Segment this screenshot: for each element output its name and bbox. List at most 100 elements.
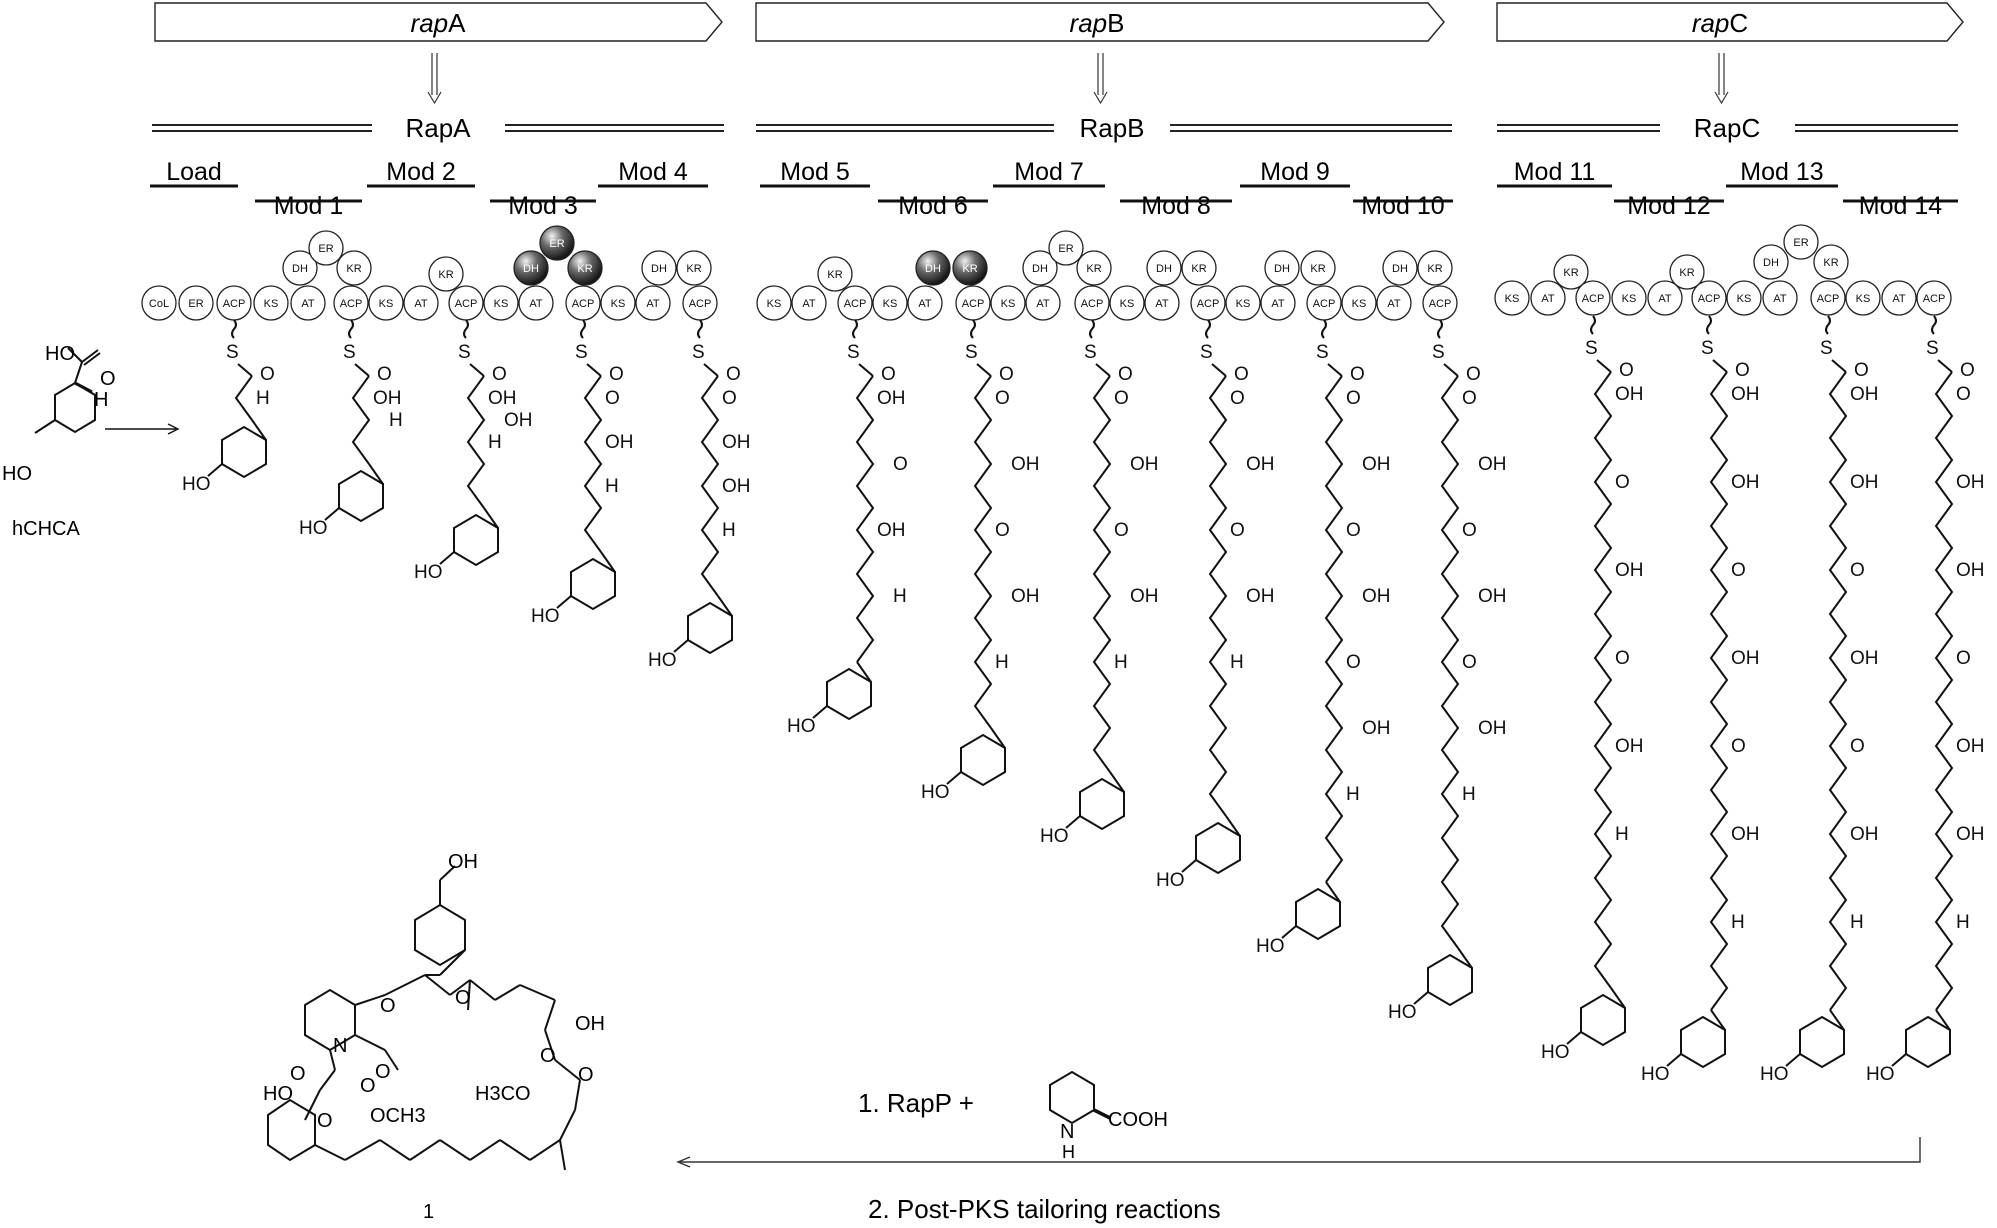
domain-at-34 [1025, 285, 1061, 321]
chain-label-14-4: OH [1956, 736, 1985, 757]
chain-label-10-3: OH [1478, 586, 1507, 607]
chain-label-2-0: OH [488, 388, 517, 409]
domain-label-42: KR [1191, 263, 1206, 275]
chain-label-8-2: O [1230, 520, 1245, 541]
chain-ring-bond-10 [1457, 947, 1473, 969]
gene-arrow-rapB: rapB [755, 2, 1445, 42]
protein-label-rapB: RapB [1079, 113, 1144, 143]
domain-label-55: AT [1541, 293, 1555, 305]
gene-arrow-rapC: rapC [1496, 2, 1964, 42]
chain-carbonyl-o-5: O [881, 364, 896, 385]
chain-carbonyl-o-11: O [1619, 360, 1634, 381]
chain-label-7-2: O [1114, 520, 1129, 541]
chain-ho-bond-9 [1281, 925, 1297, 939]
domain-label-53: ACP [1429, 298, 1452, 310]
chain-label-13-4: O [1850, 736, 1865, 757]
chain-ring-bond-3 [600, 551, 616, 573]
domain-kr-7 [336, 250, 372, 286]
chain-label-3-2: H [605, 476, 619, 497]
chain-label-4-0: O [722, 388, 737, 409]
chain-label-12-5: OH [1731, 824, 1760, 845]
chain-label-3-0: O [605, 388, 620, 409]
chain-bond-a-9 [1327, 363, 1343, 377]
domain-label-37: KR [1086, 263, 1101, 275]
starter-h: H [94, 389, 108, 411]
domain-ks-33 [990, 285, 1026, 321]
product-o-6: O [578, 1064, 594, 1086]
chain-label-4-2: OH [722, 476, 751, 497]
chain-link-9 [1321, 319, 1327, 339]
chain-ho-bond-13 [1785, 1053, 1801, 1067]
chain-link-8 [1205, 319, 1211, 339]
chain-ho-bond-14 [1891, 1053, 1907, 1067]
domain-at-40 [1144, 285, 1180, 321]
domain-ks-19 [600, 285, 636, 321]
domain-label-70: ACP [1923, 293, 1946, 305]
domain-label-68: KS [1856, 293, 1871, 305]
domain-dh-30 [915, 250, 951, 286]
domain-dh-46 [1264, 250, 1300, 286]
domain-ks-39 [1109, 285, 1145, 321]
domain-label-49: KS [1352, 298, 1367, 310]
chain-bond-a-12 [1712, 359, 1728, 373]
chain-label-6-3: OH [1011, 586, 1040, 607]
chain-carbonyl-o-9: O [1350, 364, 1365, 385]
domain-label-5: DH [292, 263, 308, 275]
chain-module-0 [207, 319, 267, 479]
domain-label-4: AT [301, 298, 315, 310]
chain-ring-bond-0 [251, 419, 267, 441]
domain-at-59 [1647, 280, 1683, 316]
domain-at-10 [403, 285, 439, 321]
chain-link-11 [1590, 315, 1596, 335]
domain-kr-37 [1076, 250, 1112, 286]
domain-label-64: DH [1763, 257, 1779, 269]
chain-backbone-0 [234, 375, 253, 421]
chain-label-3-1: OH [605, 432, 634, 453]
chain-carbonyl-o-2: O [492, 364, 507, 385]
chain-label-11-1: O [1615, 472, 1630, 493]
chain-ring-bond-12 [1710, 1009, 1726, 1031]
domain-label-28: KS [883, 298, 898, 310]
chain-label-8-3: OH [1246, 586, 1275, 607]
chain-label-12-1: OH [1731, 472, 1760, 493]
domain-er-1 [178, 285, 214, 321]
chain-label-1-0: OH [373, 388, 402, 409]
chain-ring-bond-4 [717, 595, 733, 617]
domain-label-51: DH [1392, 263, 1408, 275]
domain-label-9: KS [379, 298, 394, 310]
domain-label-14: AT [529, 298, 543, 310]
product-number: 1 [423, 1201, 434, 1223]
chain-label-12-2: O [1731, 560, 1746, 581]
domain-dh-64 [1753, 244, 1789, 280]
domain-at-69 [1881, 280, 1917, 316]
chain-ho-bond-1 [324, 507, 340, 521]
chain-s-13: S [1820, 338, 1833, 359]
domain-label-32: ACP [962, 298, 985, 310]
module-label-12: Mod 12 [1627, 192, 1710, 220]
chain-bond-a-8 [1211, 363, 1227, 377]
domain-kr-47 [1300, 250, 1336, 286]
chain-backbone-5 [855, 375, 875, 663]
chain-ring-bond-1 [368, 463, 384, 485]
chain-ho-13: HO [1760, 1064, 1789, 1085]
domain-label-59: AT [1658, 293, 1672, 305]
chain-ho-8: HO [1156, 870, 1185, 891]
chain-module-10 [1413, 319, 1473, 1007]
chain-ho-14: HO [1866, 1064, 1895, 1085]
chain-bond-a-2 [469, 363, 485, 377]
chain-ring-1 [338, 469, 384, 523]
chain-ho-10: HO [1388, 1002, 1417, 1023]
chain-label-6-2: O [995, 520, 1010, 541]
chain-label-5-0: OH [877, 388, 906, 409]
domain-ks-9 [368, 285, 404, 321]
chain-link-4 [697, 319, 703, 339]
domain-kr-31 [952, 250, 988, 286]
protein-rapB [756, 124, 1452, 132]
chain-label-12-6: H [1731, 912, 1745, 933]
chain-label-7-1: OH [1130, 454, 1159, 475]
domain-dh-5 [282, 250, 318, 286]
chain-link-0 [231, 319, 237, 339]
chain-ring-6 [960, 733, 1006, 787]
domain-label-50: AT [1387, 298, 1401, 310]
product-n: N [333, 1035, 347, 1057]
